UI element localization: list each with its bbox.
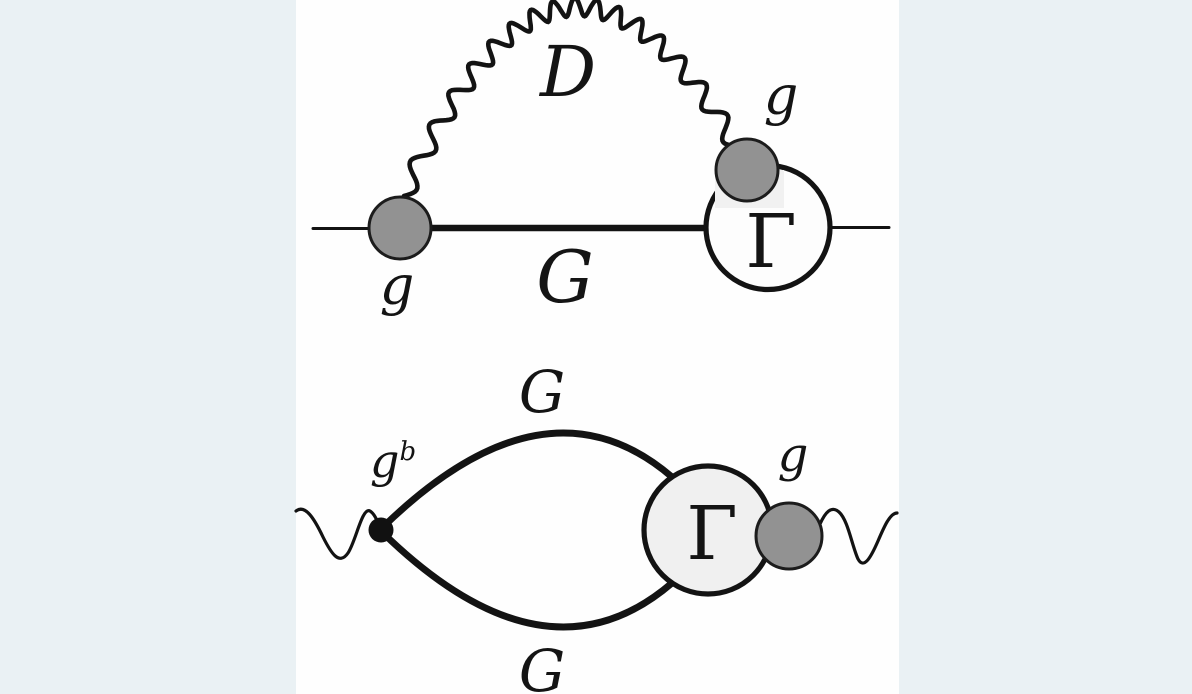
vertex-blob-left <box>367 195 433 261</box>
label-G-top-diagram: G <box>536 235 594 319</box>
label-D: D <box>538 31 596 113</box>
label-g-bare-base: g <box>370 434 399 488</box>
content-panel <box>296 0 899 694</box>
label-g-left: g <box>380 254 415 317</box>
label-g-bottom-right: g <box>778 427 809 483</box>
label-G-lower: G <box>519 637 565 694</box>
fermion-loop-upper-G <box>377 429 676 533</box>
vertex-blob-upper-right <box>714 137 780 203</box>
label-gamma-top: Γ <box>745 199 796 285</box>
label-g-upper-right: g <box>764 64 799 127</box>
fermion-loop-lower-G <box>377 527 676 631</box>
label-G-upper: G <box>519 358 565 426</box>
bottom-diagram-labels: G G gb g Γ <box>370 358 808 694</box>
boson-propagator-wave-D <box>401 0 739 199</box>
top-diagram-labels: D G g g Γ <box>380 31 799 319</box>
label-g-bare-superscript-b: b <box>399 437 416 467</box>
photon-wave-right <box>818 507 899 565</box>
label-gamma-bottom: Γ <box>686 491 737 577</box>
bare-vertex-dot <box>368 517 394 543</box>
vertex-blob-bottom-right <box>754 501 824 571</box>
bottom-diagram-polarization <box>294 429 899 631</box>
photon-wave-left <box>294 507 383 560</box>
top-diagram-self-energy <box>311 0 891 232</box>
label-g-bare-vertex: gb <box>370 434 416 488</box>
